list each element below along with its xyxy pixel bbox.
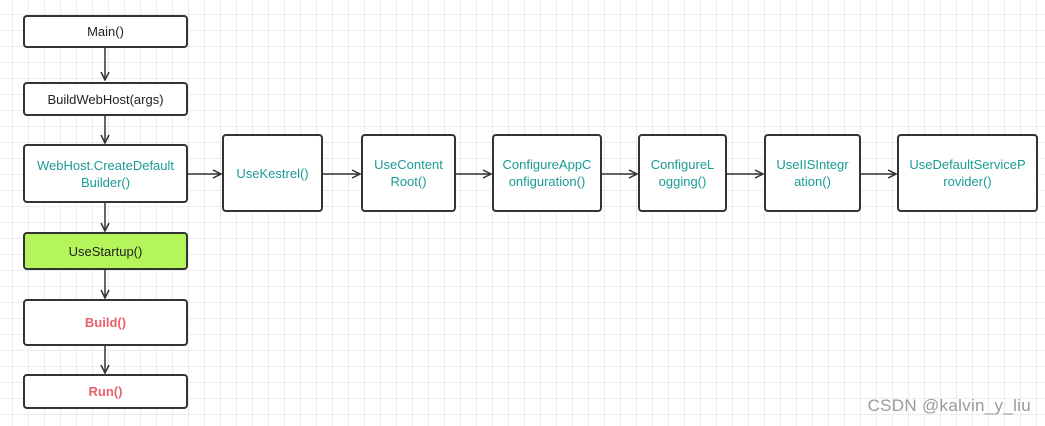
node-build-web-host-label: BuildWebHost(args) [47,91,164,107]
node-main: Main() [23,15,188,48]
node-use-kestrel-label: UseKestrel() [236,165,309,181]
watermark-text: CSDN @kalvin_y_liu [867,396,1031,415]
node-build-label: Build() [84,315,127,330]
node-configure-app-configuration-label: ConfigureAppConfiguration() [502,157,592,189]
node-use-default-service-provider-label: UseDefaultServiceProvider() [909,157,1026,189]
node-use-iis-integration-label: UseIISIntegration() [776,157,849,189]
node-use-startup-label: UseStartup() [68,243,143,259]
node-use-content-root: UseContentRoot() [361,134,456,212]
node-use-default-service-provider: UseDefaultServiceProvider() [897,134,1038,212]
node-use-iis-integration: UseIISIntegration() [764,134,861,212]
node-main-label: Main() [87,24,124,39]
node-build-web-host: BuildWebHost(args) [23,82,188,116]
node-use-content-root-label: UseContentRoot() [374,157,443,189]
node-create-default-builder-label: WebHost.CreateDefaultBuilder() [36,157,175,190]
node-run-label: Run() [88,384,123,399]
node-use-kestrel: UseKestrel() [222,134,323,212]
node-configure-logging-label: ConfigureLogging() [650,157,715,189]
node-build: Build() [23,299,188,346]
node-configure-logging: ConfigureLogging() [638,134,727,212]
node-configure-app-configuration: ConfigureAppConfiguration() [492,134,602,212]
node-use-startup: UseStartup() [23,232,188,270]
node-run: Run() [23,374,188,409]
node-create-default-builder: WebHost.CreateDefaultBuilder() [23,144,188,203]
